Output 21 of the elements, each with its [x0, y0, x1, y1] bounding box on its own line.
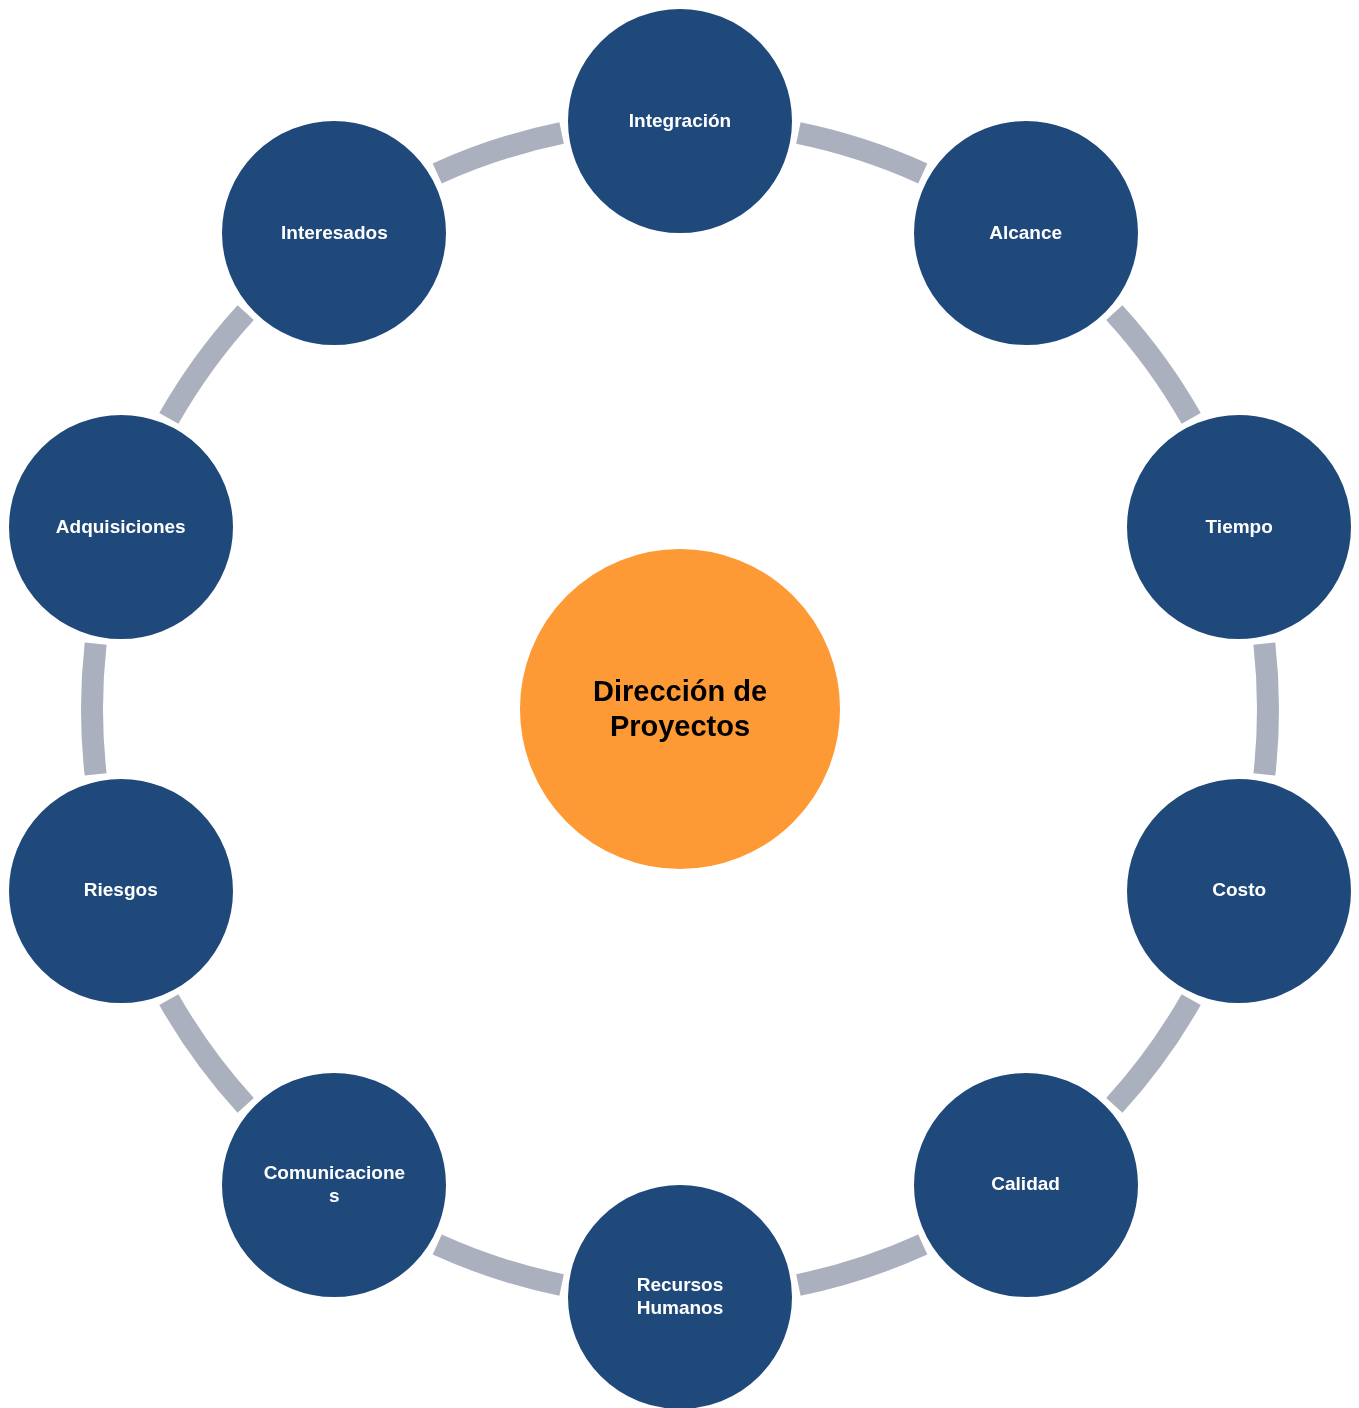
ring-connector — [433, 1234, 565, 1296]
ring-connector — [433, 122, 565, 184]
ring-connector — [159, 993, 254, 1113]
ring-connector — [1253, 642, 1279, 776]
node-label: Tiempo — [1205, 515, 1273, 539]
node-label: Calidad — [991, 1173, 1060, 1197]
ring-connector — [795, 1234, 927, 1296]
node-label: Adquisiciones — [55, 515, 186, 539]
node-label: Alcance — [989, 221, 1063, 245]
ring-connector — [795, 122, 927, 184]
node-label: Costo — [1212, 879, 1267, 903]
node-label: Riesgos — [83, 879, 158, 903]
node-label: Recursos Humanos — [635, 1274, 725, 1320]
node-label: Interesados — [281, 221, 388, 245]
ring-connector — [159, 305, 254, 425]
ring-connector — [81, 642, 107, 776]
node-label: Integración — [628, 109, 732, 133]
ring-connector — [1106, 305, 1201, 425]
node-label: Dirección de Proyectos — [591, 674, 769, 744]
ring-connector — [1106, 993, 1201, 1113]
node-label: Comunicaciones — [262, 1161, 407, 1208]
